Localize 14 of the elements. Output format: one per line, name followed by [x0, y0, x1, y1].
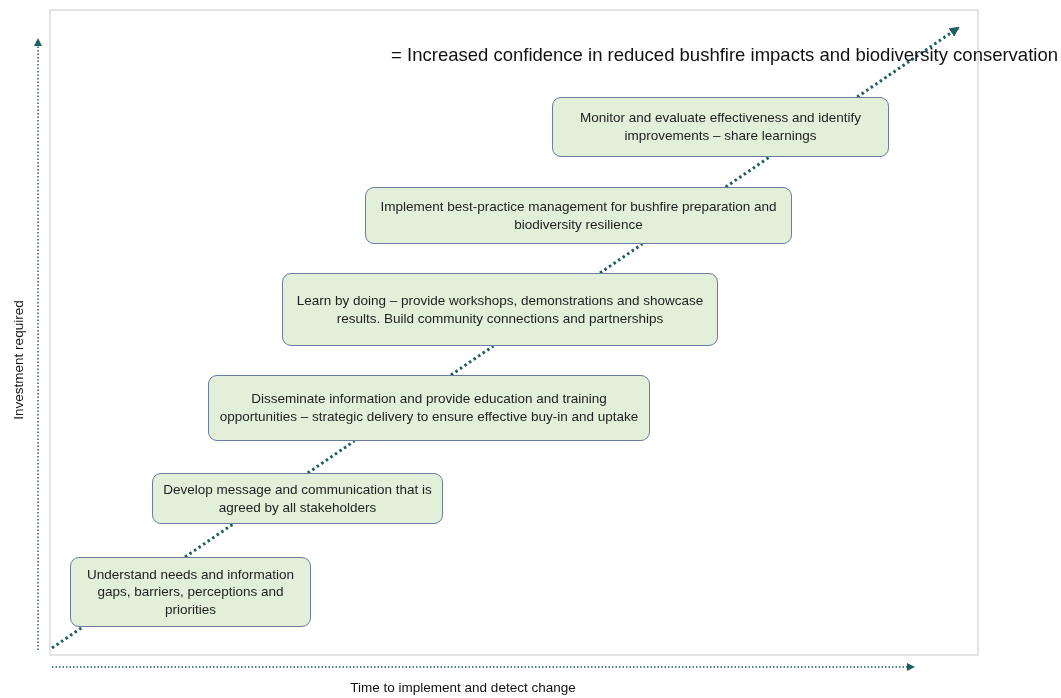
dotted-line [306, 439, 356, 475]
step-box: Monitor and evaluate effectiveness and identify improvements – share learnings [552, 97, 889, 157]
step-box: Learn by doing – provide workshops, demonstrations and showcase results. Build community connections and partnerships [282, 273, 718, 346]
dotted-line [51, 625, 84, 650]
step-box: Implement best-practice management for bushfire preparation and biodiversity resilience [365, 187, 792, 244]
dotted-line [450, 344, 495, 377]
dotted-line [724, 155, 771, 189]
step-box: Understand needs and information gaps, barriers, perceptions and priorities [70, 557, 311, 627]
step-box: Disseminate information and provide education and training opportunities – strategic delivery to ensure effective buy-in and uptake [208, 375, 650, 441]
step-box: Develop message and communication that is agreed by all stakeholders [152, 473, 443, 524]
x-axis-label: Time to implement and detect change [350, 680, 576, 695]
dotted-line [599, 242, 644, 275]
y-axis-label: Investment required [10, 300, 26, 420]
dotted-line [184, 522, 235, 559]
